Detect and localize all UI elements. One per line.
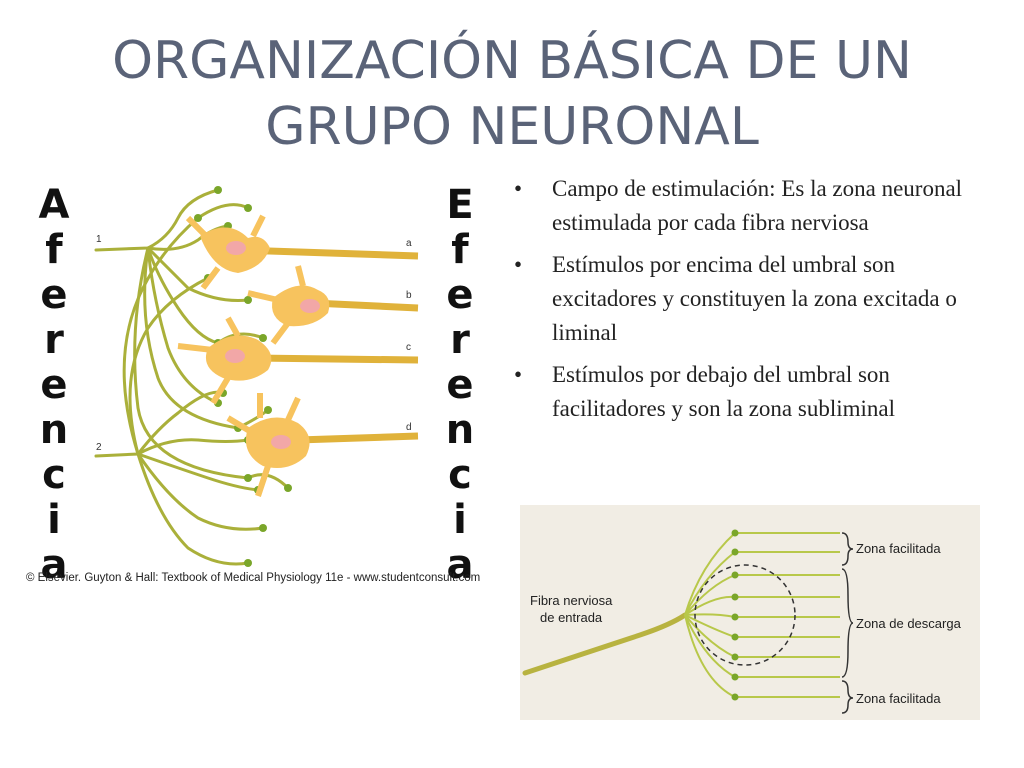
branches — [684, 532, 840, 698]
zone-label: Zona de descarga — [856, 616, 962, 631]
input-fiber-label: de entrada — [540, 610, 603, 625]
output-label: d — [406, 422, 412, 433]
neuronal-pool-figure: 1 2 a b c d — [94, 186, 419, 567]
bullet-text: Estímulos por debajo del umbral son faci… — [552, 362, 895, 421]
bullet-text: Campo de estimulación: Es la zona neuron… — [552, 176, 963, 235]
letter: c — [448, 452, 472, 498]
discharge-zone-circle — [694, 564, 796, 666]
letter: i — [47, 497, 61, 543]
title-line-1: ORGANIZACIÓN BÁSICA DE UN — [112, 31, 912, 91]
bullet-item: • Estímulos por debajo del umbral son fac… — [510, 358, 990, 426]
letter: f — [451, 227, 469, 273]
bullet-list: • Campo de estimulación: Es la zona neuro… — [510, 172, 990, 434]
stimulation-field-figure: Fibra nerviosa de entrada Zona facilitad… — [522, 529, 962, 714]
output-label: b — [406, 290, 412, 301]
letter: i — [453, 497, 467, 543]
output-label: c — [406, 342, 411, 353]
afferent-vertical-label: A f e r e n c i a — [22, 183, 86, 588]
figure2-background — [520, 505, 980, 720]
input-fiber — [522, 612, 688, 676]
letter: a — [446, 542, 474, 588]
bullet-marker: • — [514, 176, 523, 201]
zone-label: Zona facilitada — [856, 541, 941, 556]
letter: e — [446, 362, 474, 408]
figure-credit: © Elsevier. Guyton & Hall: Textbook of M… — [26, 572, 481, 584]
letter: r — [450, 317, 470, 363]
neuron-b — [247, 265, 419, 345]
letter: r — [44, 317, 64, 363]
letter: A — [38, 182, 70, 228]
title-line-2: GRUPO NEURONAL — [265, 97, 759, 157]
bullet-marker: • — [514, 362, 523, 387]
input-fiber-label: Fibra nerviosa — [530, 593, 613, 608]
zone-braces — [841, 532, 854, 714]
neuron-c — [177, 316, 419, 405]
input-fibers — [94, 188, 290, 566]
bullet-item: • Campo de estimulación: Es la zona neuro… — [510, 172, 990, 240]
letter: e — [40, 272, 68, 318]
zone-label: Zona facilitada — [856, 691, 941, 706]
letter: e — [446, 272, 474, 318]
neuron-a — [185, 214, 419, 290]
letter: f — [45, 227, 63, 273]
letter: e — [40, 362, 68, 408]
input-label: 2 — [96, 442, 102, 453]
letter: n — [39, 407, 69, 453]
bullet-text: Estímulos por encima del umbral son exci… — [552, 252, 957, 345]
bullet-marker: • — [514, 252, 523, 277]
input-label: 1 — [96, 234, 102, 245]
neuron-d — [226, 393, 419, 497]
synapse-points — [731, 529, 739, 701]
bullet-item: • Estímulos por encima del umbral son exc… — [510, 248, 990, 350]
letter: E — [446, 182, 474, 228]
slide-title: ORGANIZACIÓN BÁSICA DE UN GRUPO NEURONAL — [60, 28, 964, 160]
efferent-vertical-label: E f e r e n c i a — [428, 183, 492, 588]
letter: a — [40, 542, 68, 588]
letter: c — [42, 452, 66, 498]
letter: n — [445, 407, 475, 453]
output-label: a — [406, 238, 412, 249]
